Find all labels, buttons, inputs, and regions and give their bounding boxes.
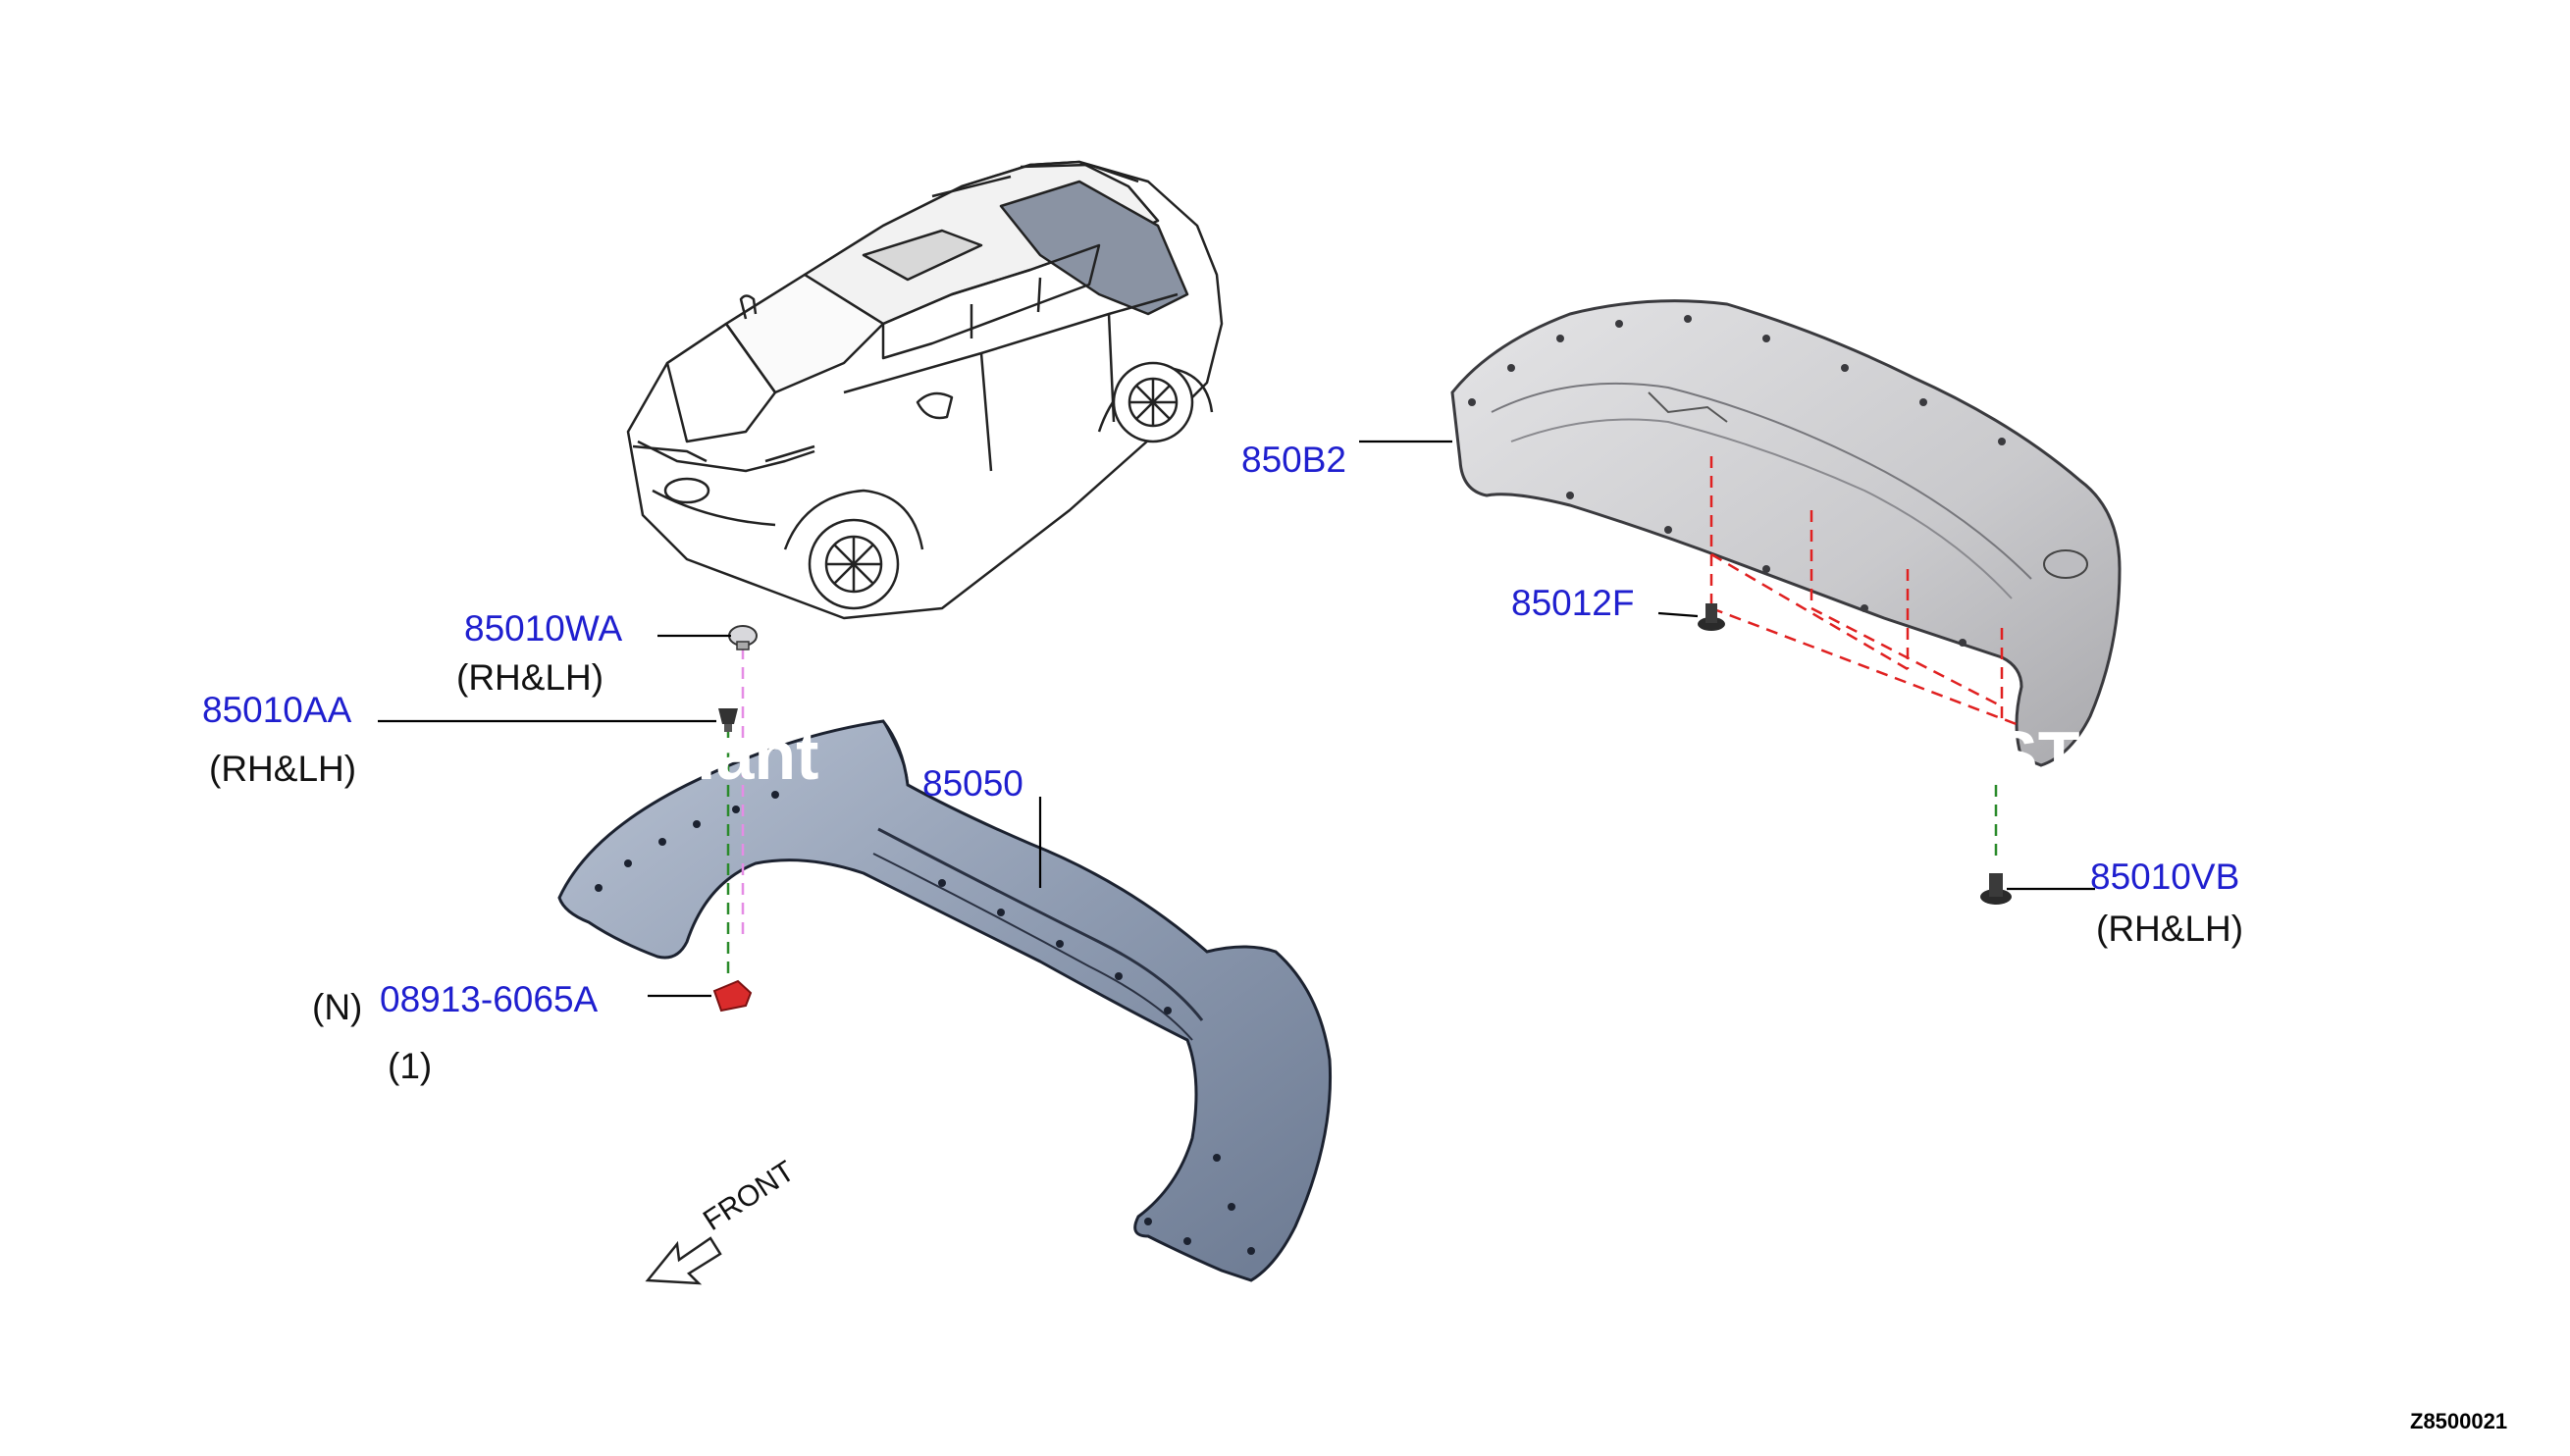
part-label-85010VB[interactable]: 85010VB: [2090, 857, 2240, 897]
guide-lines-green: [726, 726, 1998, 981]
note-85010WA: (RH&LH): [456, 657, 604, 698]
part-label-85050[interactable]: 85050: [922, 763, 1023, 804]
part-label-08913-6065A[interactable]: 08913-6065A: [380, 979, 599, 1019]
part-label-850B2[interactable]: 850B2: [1241, 440, 1346, 480]
rear-bumper-fascia: [557, 719, 1333, 1282]
figure-code: Z8500021: [2410, 1409, 2508, 1433]
front-arrow: [645, 1236, 722, 1285]
bolt-85010VB: [1980, 873, 2012, 905]
clip-85010WA: [728, 625, 758, 650]
watermark-left: lant: [697, 717, 819, 794]
prefix-08913: (N): [312, 987, 363, 1027]
note-85010AA: (RH&LH): [209, 749, 357, 789]
clip-08913-6065A: [712, 979, 753, 1013]
watermark-right: ST: [1992, 717, 2080, 794]
bolt-85012F: [1698, 603, 1725, 631]
note-85010VB: (RH&LH): [2096, 909, 2244, 949]
part-label-85012F[interactable]: 85012F: [1511, 583, 1635, 623]
part-label-85010WA[interactable]: 85010WA: [464, 608, 623, 649]
vehicle-overview: [626, 160, 1224, 620]
part-label-85010AA[interactable]: 85010AA: [202, 690, 352, 730]
rear-bumper-reinforcement: [1450, 299, 2122, 767]
guide-lines-red: [1709, 456, 2022, 728]
leader-lines: [378, 440, 2095, 998]
screw-85010AA: [718, 708, 738, 732]
qty-08913: (1): [388, 1046, 433, 1086]
